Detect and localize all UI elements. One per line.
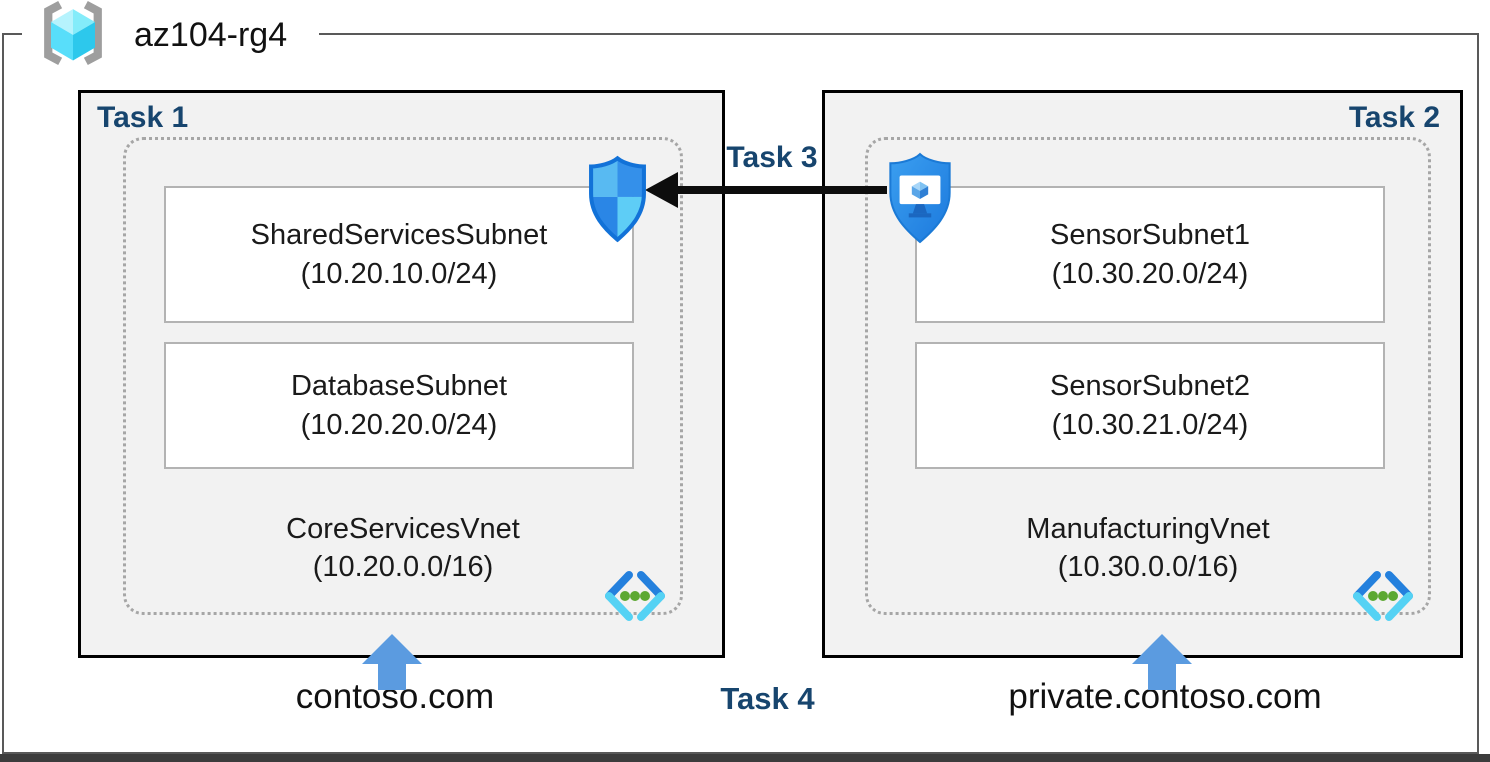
task4-label: Task 4	[720, 681, 815, 716]
virtual-network-icon	[1350, 568, 1416, 629]
task3-peering-arrow-line	[676, 186, 887, 194]
task3-label: Task 3	[726, 141, 818, 174]
virtual-network-icon	[602, 568, 668, 629]
database-subnet-box: DatabaseSubnet (10.20.20.0/24)	[164, 342, 634, 469]
shared-services-subnet-box: SharedServicesSubnet (10.20.10.0/24)	[164, 186, 634, 323]
resource-group-frame	[2, 33, 1479, 754]
vnet-cidr: (10.20.0.0/16)	[312, 551, 494, 584]
resource-group-icon	[34, 0, 112, 71]
sensor-subnet2-box: SensorSubnet2 (10.30.21.0/24)	[915, 342, 1385, 469]
network-security-group-shield-icon	[586, 155, 649, 248]
subnet-cidr: (10.30.21.0/24)	[1051, 408, 1249, 441]
blue-up-arrow-icon	[1132, 634, 1192, 695]
subnet-cidr: (10.20.20.0/24)	[300, 408, 498, 441]
task3-peering-arrowhead-icon	[645, 172, 678, 208]
vnet-name: ManufacturingVnet	[1026, 513, 1270, 545]
resource-group-name: az104-rg4	[134, 15, 288, 54]
core-services-vnet-caption: CoreServicesVnet (10.20.0.0/16)	[126, 510, 680, 587]
subnet-cidr: (10.20.10.0/24)	[300, 257, 498, 290]
resource-group-header: az104-rg4	[22, 0, 320, 71]
bastion-shield-monitor-icon	[885, 151, 955, 250]
sensor-subnet1-box: SensorSubnet1 (10.30.20.0/24)	[915, 186, 1385, 323]
task2-label: Task 2	[1348, 101, 1440, 134]
manufacturing-vnet-caption: ManufacturingVnet (10.30.0.0/16)	[868, 510, 1428, 587]
task1-label: Task 1	[97, 101, 189, 134]
manufacturing-vnet-boundary: SensorSubnet1 (10.30.20.0/24) SensorSubn…	[865, 137, 1431, 621]
core-services-vnet-boundary: SharedServicesSubnet (10.20.10.0/24) Dat…	[123, 137, 683, 621]
vnet-cidr: (10.30.0.0/16)	[1057, 551, 1239, 584]
subnet-cidr: (10.30.20.0/24)	[1051, 257, 1249, 290]
frame-bottom-edge	[0, 754, 1490, 762]
subnet-name: SensorSubnet2	[1050, 370, 1250, 403]
blue-up-arrow-icon	[362, 634, 422, 695]
vnet-name: CoreServicesVnet	[286, 513, 520, 545]
subnet-name: SharedServicesSubnet	[250, 219, 548, 252]
subnet-name: DatabaseSubnet	[290, 370, 508, 403]
subnet-name: SensorSubnet1	[1050, 219, 1250, 252]
task2-box: Task 2 SensorSubnet1 (10.30.20.0/24) Sen…	[822, 90, 1463, 658]
